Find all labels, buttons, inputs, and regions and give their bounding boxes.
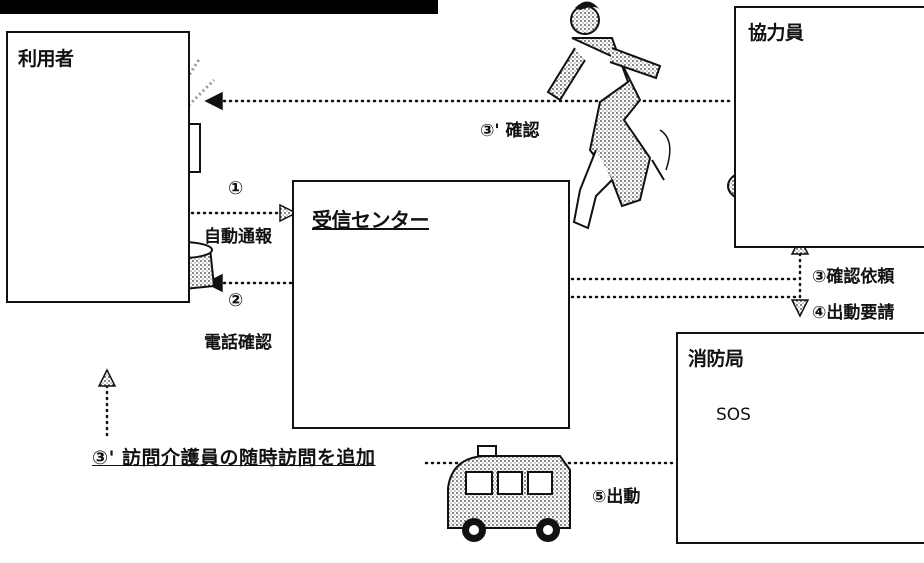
center-box xyxy=(292,180,570,429)
user-label: 利用者 xyxy=(18,48,74,70)
running-person-illustration xyxy=(546,1,671,230)
arrowhead-to-center xyxy=(279,203,298,223)
arrowhead-to-user-top xyxy=(204,91,223,111)
step5-label: ⑤出動 xyxy=(592,487,641,507)
step3-label: ③確認依頼 xyxy=(812,267,895,287)
user-box xyxy=(6,31,190,303)
helper-box xyxy=(734,6,924,248)
arrowhead-to-user-visit xyxy=(97,368,117,387)
step4-label: ④出動要請 xyxy=(812,303,895,323)
arrowhead-to-fire xyxy=(790,299,810,318)
helper-label: 協力員 xyxy=(748,22,804,44)
fire-box xyxy=(676,332,924,544)
ambulance-illustration xyxy=(447,445,571,542)
center-label: 受信センター xyxy=(312,208,430,232)
step1-label: 自動通報 xyxy=(204,227,272,247)
step2-label: 電話確認 xyxy=(204,333,272,353)
step2-number: ② xyxy=(228,290,244,311)
sos-screen-text: SOS xyxy=(716,405,751,425)
step3prime-visit-label: ③' 訪問介護員の随時訪問を追加 xyxy=(92,447,376,469)
step1-number: ① xyxy=(228,178,244,199)
header-bar xyxy=(0,0,438,14)
step3prime-confirm-label: ③' 確認 xyxy=(480,121,540,141)
fire-label: 消防局 xyxy=(688,348,744,370)
